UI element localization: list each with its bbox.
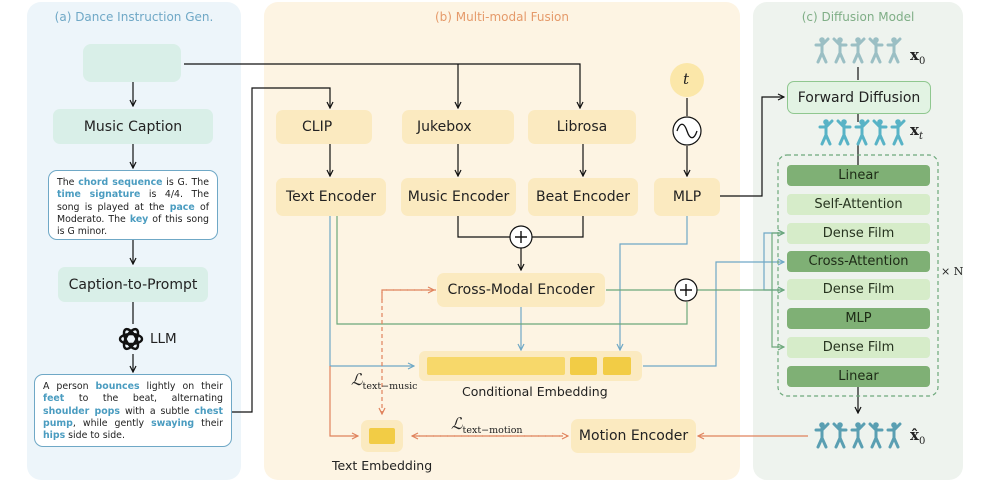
dancer-xt-2 [854, 119, 870, 146]
text-embedding-vector [369, 428, 395, 444]
librosa-box: Librosa [528, 110, 636, 144]
caption-music-text: of this song is G minor. [57, 213, 209, 238]
conditional-embedding-label: Conditional Embedding [462, 384, 608, 399]
motion-encoder-box: Motion Encoder [571, 419, 696, 453]
caption-dance-keyword: hips [43, 430, 66, 442]
caption-dance-text: , while gently [72, 417, 152, 429]
panel-c-title: (c) Diffusion Model [801, 10, 915, 24]
jukebox-label: Jukebox [417, 119, 472, 135]
dancer-figures-xt [818, 119, 906, 146]
clip-label: CLIP [302, 119, 333, 135]
music-encoder-box: Music Encoder [401, 178, 516, 216]
sinusoidal-icon [672, 116, 702, 146]
dancer-xhat0-4 [886, 422, 902, 449]
caption-dance-text: side to side. [65, 430, 125, 442]
layer-dense-film-2: Dense Film [787, 223, 930, 244]
timestep-circle [670, 63, 704, 97]
forward-diffusion-box: Forward Diffusion [787, 81, 931, 114]
caption-music-text: is G. The [162, 177, 209, 188]
openai-llm-icon [118, 327, 144, 351]
layer-mlp-5: MLP [787, 308, 930, 329]
dancer-figures-x0 [814, 37, 902, 64]
caption-dance-text: their [194, 417, 223, 429]
dancer-xt-3 [872, 119, 888, 146]
mlp-box: MLP [654, 178, 720, 216]
music-caption-box: Music Caption [53, 109, 213, 144]
caption-dance-keyword: feet [43, 393, 65, 405]
layer-linear-7: Linear [787, 366, 930, 387]
dancer-xhat0-3 [868, 422, 884, 449]
music-caption-text: The chord sequence is G. The time signat… [48, 170, 218, 240]
dancer-xt-4 [890, 119, 906, 146]
plus-circle-music [509, 225, 533, 249]
caption-music-text: is 4/4. The song is played at the [57, 189, 209, 213]
embedding-segment-beat [603, 357, 631, 375]
caption-dance-keyword: shoulder pops [43, 405, 120, 417]
dancer-xhat0-1 [832, 422, 848, 449]
dance-prompt-text: A person bounces lightly on their feet t… [34, 374, 232, 447]
timestep-label: t [683, 70, 690, 88]
caption-dance-keyword: chest pump [43, 405, 223, 429]
dancer-xt-0 [818, 119, 834, 146]
dancer-x0-0 [814, 37, 830, 64]
caption-dance-keyword: bounces [95, 381, 140, 392]
caption-dance-text: to the beat, alternating [64, 393, 223, 405]
caption-music-keyword: chord sequence [78, 177, 163, 188]
caption-dance-text: lightly on their [139, 381, 223, 392]
caption-music-keyword: time signature [57, 189, 141, 201]
embedding-segment-text [427, 357, 565, 375]
panel-b-title: (b) Multi-modal Fusion [435, 10, 569, 24]
loss-text-music: ℒtext−music [351, 370, 418, 393]
layer-self-attention-1: Self-Attention [787, 194, 930, 215]
llm-label: LLM [150, 331, 177, 347]
panel-multimodal-fusion [264, 2, 740, 480]
green-arrows [336, 216, 784, 347]
conditional-embedding-box [419, 351, 642, 381]
transformer-block-border [777, 154, 939, 397]
layer-linear-0: Linear [787, 165, 930, 186]
caption-music-text: of Moderato. The [57, 201, 209, 225]
panel-a-arrows [133, 63, 580, 413]
caption-music-keyword: pace [169, 201, 195, 213]
dancer-figures-xhat0 [814, 422, 902, 449]
dancer-xhat0-0 [814, 422, 830, 449]
dancer-x0-2 [850, 37, 866, 64]
xhat0-label: x̂0 [910, 426, 926, 447]
xt-label: xt [910, 121, 923, 142]
beat-encoder-box: Beat Encoder [528, 178, 638, 216]
dancer-x0-3 [868, 37, 884, 64]
repeat-label: × N [941, 265, 964, 278]
cross-modal-encoder-box: Cross-Modal Encoder [437, 273, 605, 307]
dancer-x0-1 [832, 37, 848, 64]
panel-b-arrows [330, 97, 784, 270]
jukebox-box: Jukebox [402, 110, 514, 144]
dancer-xhat0-2 [850, 422, 866, 449]
clip-box: CLIP [276, 110, 372, 144]
text-embedding-label: Text Embedding [332, 458, 433, 473]
caption-music-text: The [57, 177, 79, 188]
audio-input-box [83, 44, 181, 82]
embedding-segment-music [570, 357, 597, 375]
dancer-x0-4 [886, 37, 902, 64]
orange-arrows [329, 290, 808, 436]
loss-text-motion: ℒtext−motion [451, 414, 523, 437]
panel-a-title: (a) Dance Instruction Gen. [54, 10, 214, 24]
caption-dance-text: A person [43, 381, 96, 392]
text-encoder-box: Text Encoder [276, 178, 386, 216]
caption-dance-text: with a subtle [119, 405, 195, 417]
layer-dense-film-6: Dense Film [787, 337, 930, 358]
plus-circle-fusion [674, 278, 698, 302]
layer-cross-attention-3: Cross-Attention [787, 251, 930, 272]
text-embedding-box [361, 420, 403, 452]
dancer-xt-1 [836, 119, 852, 146]
caption-music-keyword: key [129, 213, 149, 225]
caption-to-prompt-box: Caption-to-Prompt [58, 267, 208, 302]
x0-label: x0 [910, 46, 926, 67]
layer-dense-film-4: Dense Film [787, 279, 930, 300]
caption-dance-keyword: swaying [151, 417, 195, 429]
